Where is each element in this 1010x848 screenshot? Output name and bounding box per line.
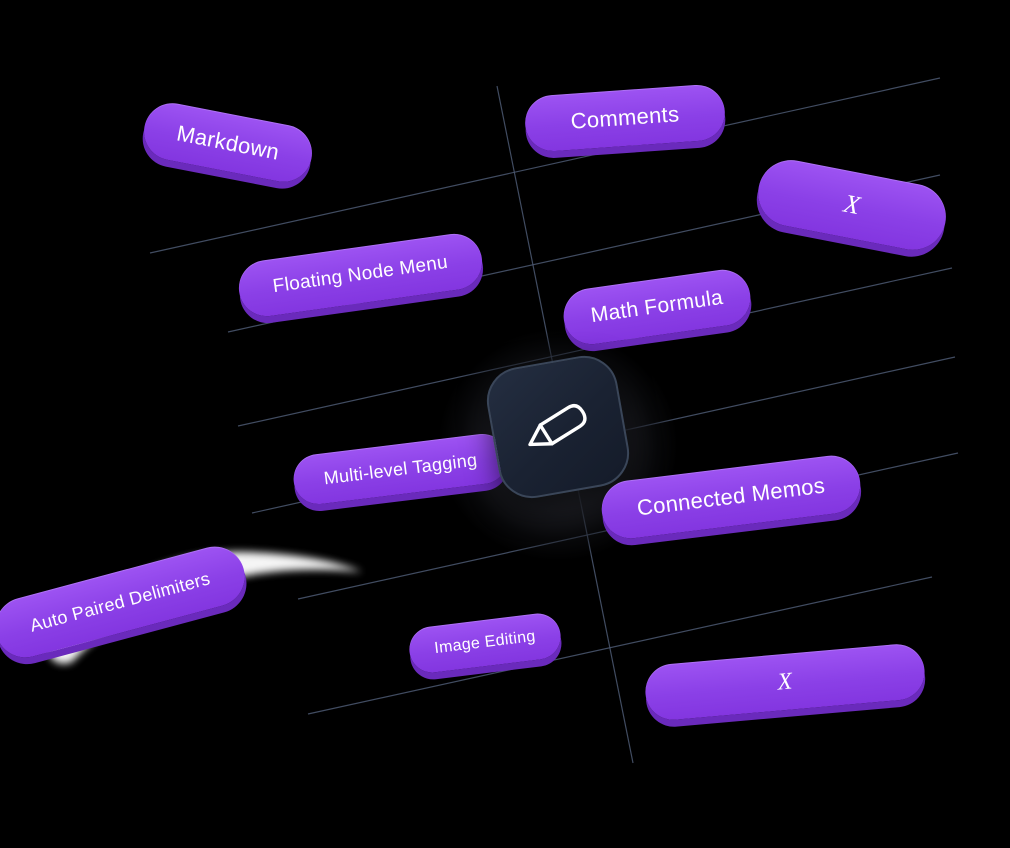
pill-label: Multi-level Tagging — [322, 449, 479, 488]
x-logo-glyph: X — [841, 188, 863, 221]
pill-label: Floating Node Menu — [271, 251, 450, 298]
pill-label: Connected Memos — [635, 472, 827, 521]
pencil-icon — [528, 403, 587, 447]
pill-label: Image Editing — [433, 627, 537, 658]
pill-label: Math Formula — [589, 285, 725, 328]
x-logo-glyph: X — [776, 667, 794, 696]
pill-label: Comments — [569, 101, 681, 134]
pill-label: Markdown — [174, 119, 282, 165]
editor-app-tile — [481, 350, 635, 504]
